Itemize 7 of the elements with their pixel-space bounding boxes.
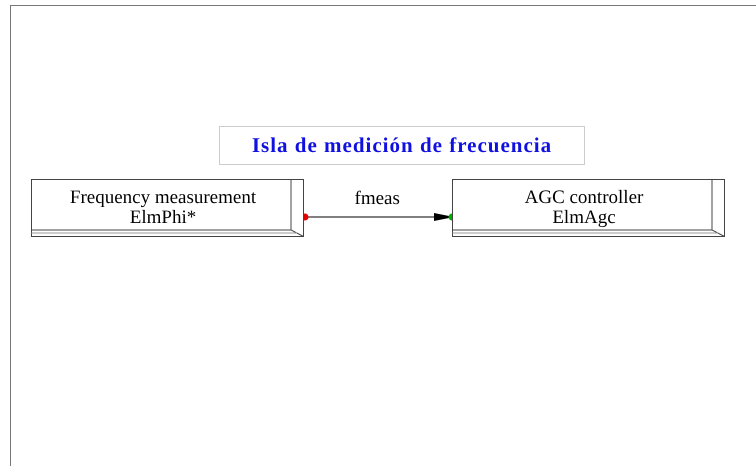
diagram-title: Isla de medición de frecuencia [219,126,585,165]
block-name: AGC controller [524,188,644,208]
block-name: Frequency measurement [68,188,258,208]
block-box [452,179,726,237]
block-class: ElmPhi* [130,208,198,228]
block-class: ElmAgc [551,208,617,228]
block-box [31,179,305,237]
